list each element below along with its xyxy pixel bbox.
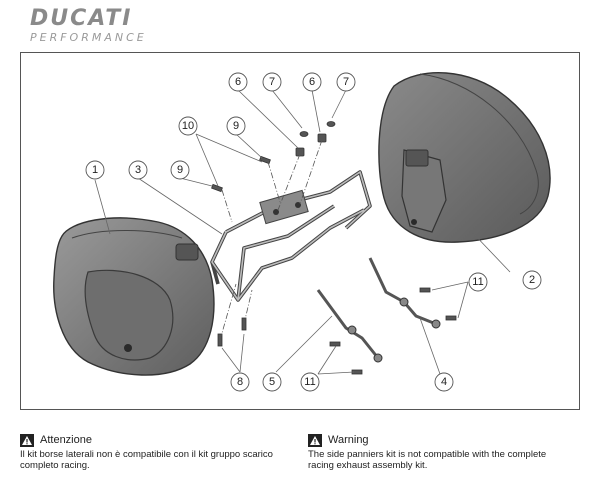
callout-7b-circle [336,72,356,92]
pannier-rack-frame [210,170,372,302]
diagram-frame [20,52,580,410]
callout-6b-circle [302,72,322,92]
callout-6a: 6 [235,76,241,88]
warning-icon [308,434,322,447]
notice-italian-text: Il kit borse laterali non è compatibile … [20,449,273,471]
brand-sub: PERFORMANCE [30,31,147,44]
callout-4: 4 [441,376,447,388]
callout-6b: 6 [309,76,315,88]
ducati-performance-logo: DUCATI PERFORMANCE [30,6,147,45]
callout-8-circle [230,372,250,392]
callout-10: 10 [182,120,194,132]
callout-7a: 7 [269,76,275,88]
left-pannier [53,217,215,376]
callout-3-circle [128,160,148,180]
notice-italian-title: Attenzione [40,434,92,446]
callout-7b: 7 [343,76,349,88]
callout-3: 3 [135,164,141,176]
notice-english-text: The side panniers kit is not compatible … [308,449,547,471]
callout-6a-circle [228,72,248,92]
callout-9a: 9 [233,120,239,132]
notice-italian: Attenzione Il kit borse laterali non è c… [20,434,280,471]
callout-10-circle [178,116,198,136]
callout-11b-circle [300,372,320,392]
brand-name: DUCATI [30,6,133,31]
callout-9b-circle [170,160,190,180]
callout-5: 5 [269,376,275,388]
callout-9b: 9 [177,164,183,176]
callout-2: 2 [529,274,535,286]
callout-7a-circle [262,72,282,92]
callout-11a: 11 [472,276,483,288]
assembly-lines [219,139,323,341]
callout-1-circle [85,160,105,180]
leader-lines [94,89,511,375]
callout-4-circle [434,372,454,392]
callout-1: 1 [92,164,98,176]
warning-icon [20,434,34,447]
right-pannier [378,72,551,243]
callout-11b: 11 [304,376,315,388]
notice-english-title: Warning [328,434,369,446]
callout-8: 8 [237,376,243,388]
callout-9a-circle [226,116,246,136]
callout-5-circle [262,372,282,392]
callout-2-circle [522,270,542,290]
callout-11a-circle [468,272,488,292]
notice-english: Warning The side panniers kit is not com… [308,434,568,471]
rack-mount-plate [259,189,309,225]
